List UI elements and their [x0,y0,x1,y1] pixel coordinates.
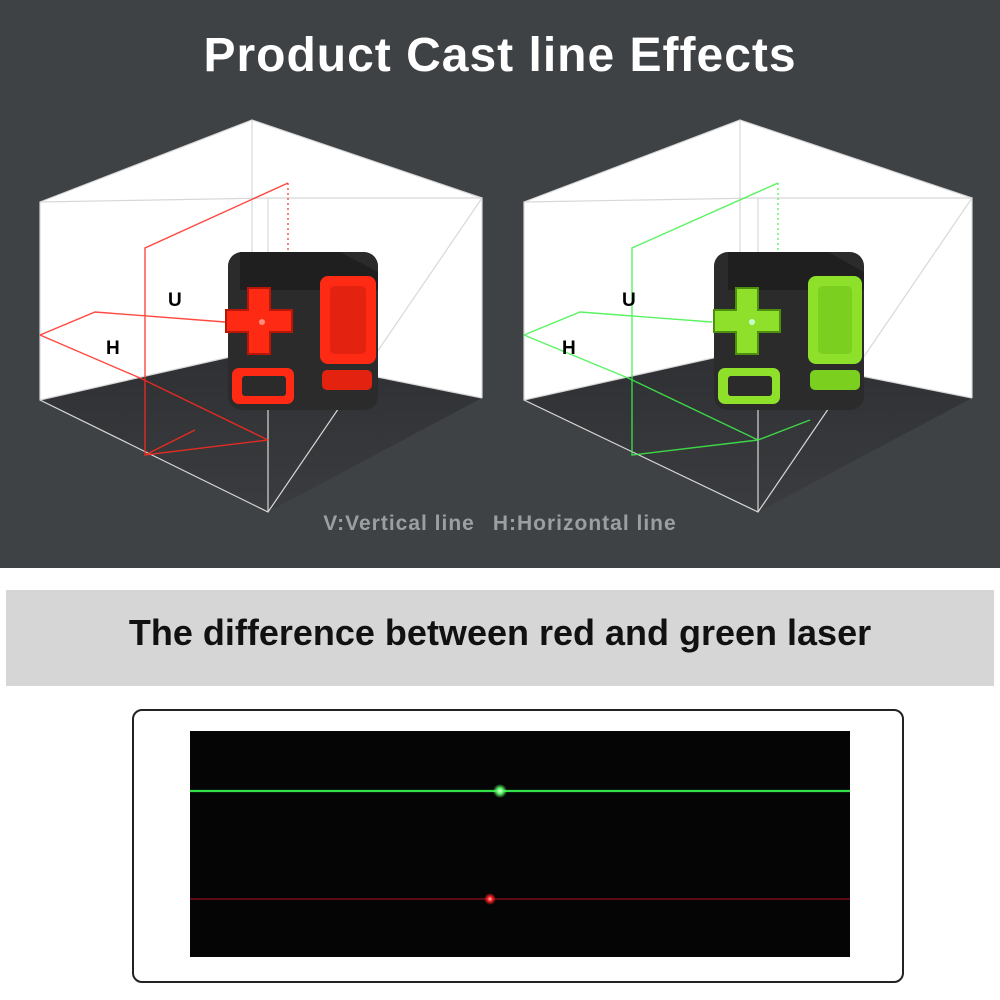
comparison-title: The difference between red and green las… [128,612,872,653]
green-laser-dot [493,784,507,798]
legend-horizontal: H:Horizontal line [492,512,677,535]
legend-vertical: V:Vertical line [323,512,475,535]
cast-line-illustration: U H [39,119,973,513]
right-vertical-label: U [622,290,636,311]
green-laser-lines [523,182,811,456]
line-legend: V:Vertical line H:Horizontal line [0,512,1000,536]
red-laser-level [225,252,378,410]
left-room: U H [39,119,483,513]
green-laser-level [713,252,864,410]
red-laser-lines [39,182,289,456]
laser-comparison-photo [190,731,850,957]
right-room: U H [523,119,973,513]
page-title: Product Cast line Effects [203,29,797,82]
left-horizontal-label: H [106,338,120,359]
right-horizontal-label: H [562,338,576,359]
red-laser-dot [484,893,496,905]
comparison-banner: The difference between red and green las… [6,590,994,686]
left-vertical-label: U [168,290,182,311]
